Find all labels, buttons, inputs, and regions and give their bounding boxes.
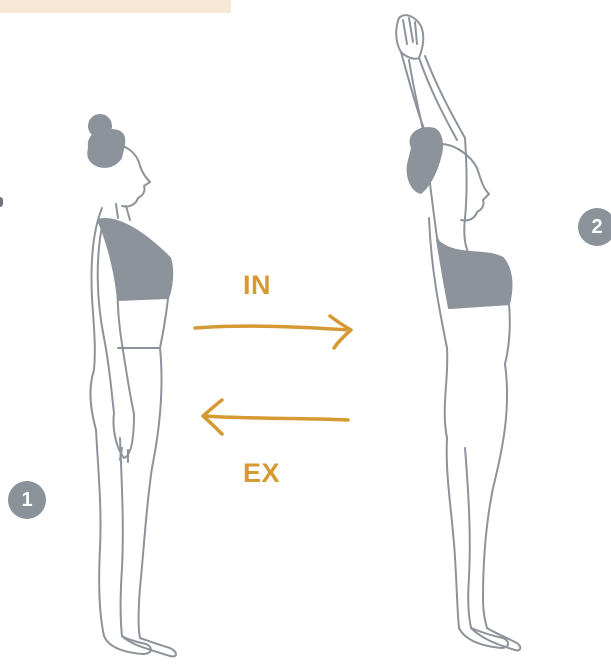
inhale-label: IN (243, 270, 271, 301)
arrow-left-icon (198, 396, 353, 436)
step-badge-1: 1 (8, 481, 46, 519)
step-badge-2: 2 (578, 208, 611, 246)
arrow-right-icon (192, 312, 357, 352)
exhale-label: EX (243, 458, 280, 489)
top-banner (0, 0, 231, 13)
figure-standing-arms-raised (385, 8, 535, 663)
edge-mark (0, 197, 3, 207)
figure-standing-arms-down (60, 108, 200, 668)
